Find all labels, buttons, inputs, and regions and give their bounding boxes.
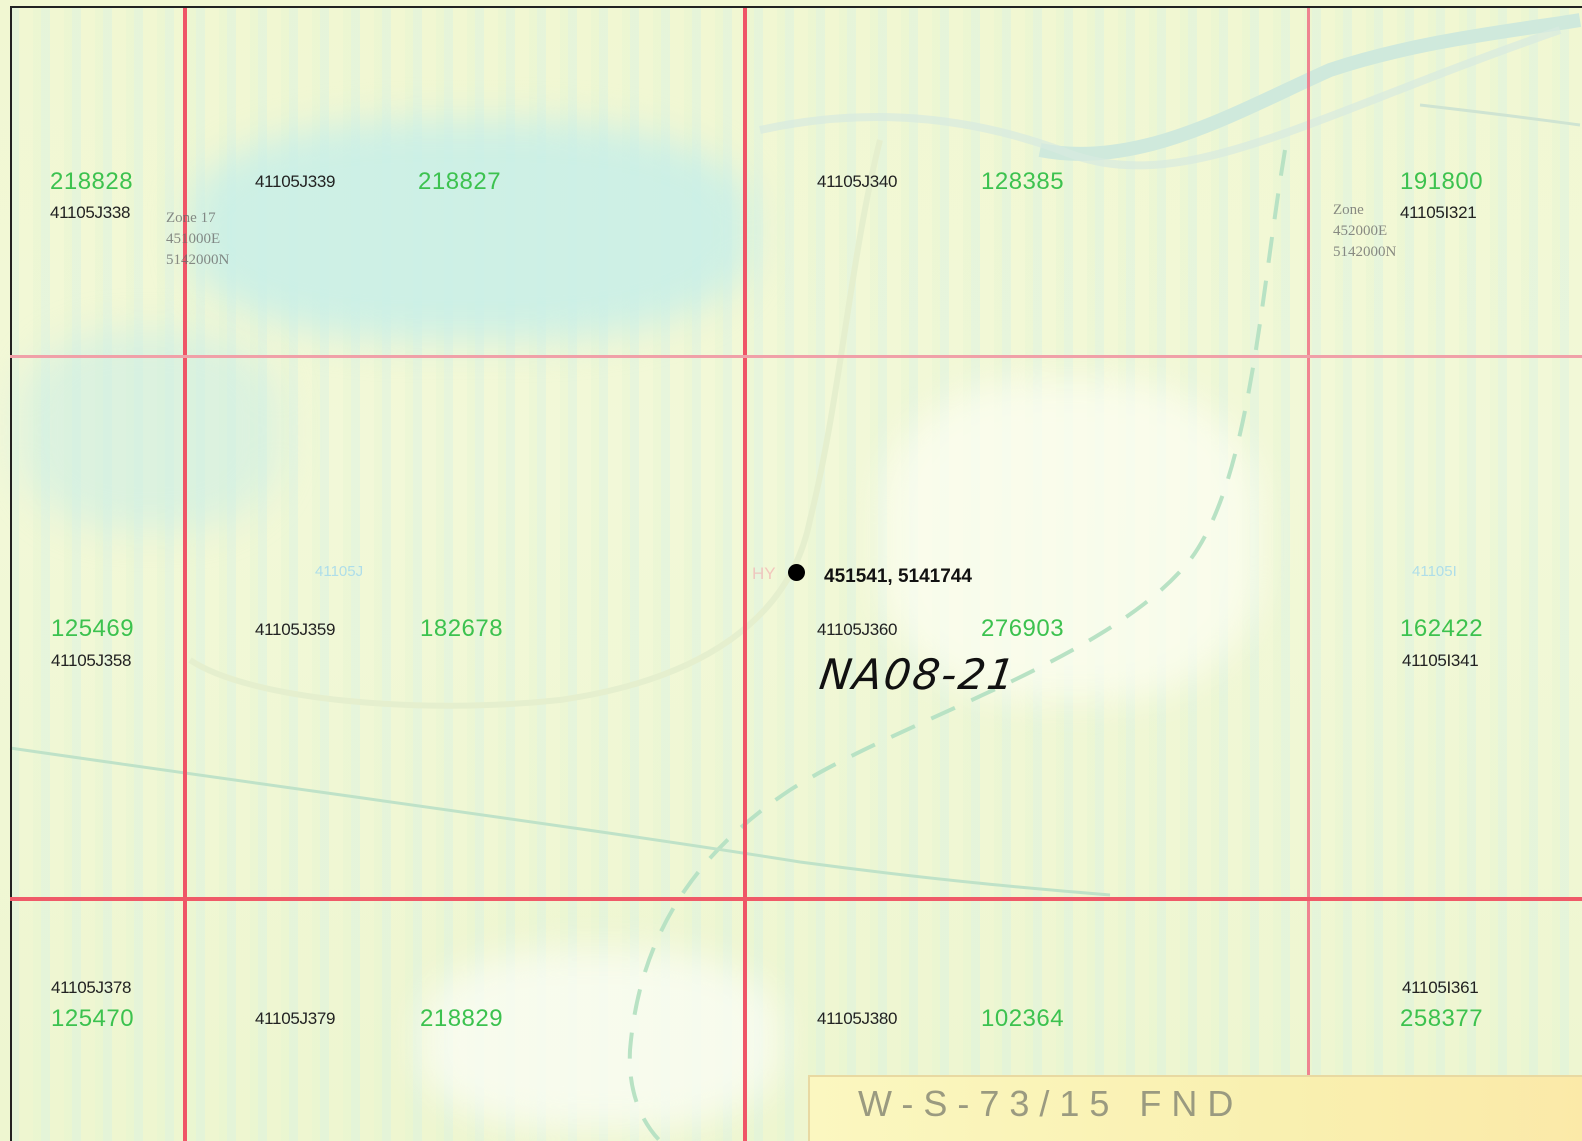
river-line [759,26,1562,170]
cell-id[interactable]: 128385 [981,168,1065,195]
cell-id[interactable]: 125469 [51,615,135,642]
clearing-area [880,380,1260,700]
cell-code[interactable]: 41105J338 [50,203,131,222]
cell-id[interactable]: 218828 [50,168,134,195]
cell-code[interactable]: 41105J380 [817,1009,898,1028]
cell-id[interactable]: 218827 [418,168,502,195]
zone-label: Zone 452000E 5142000N [1333,202,1397,260]
map-border-top [10,6,1582,8]
cell-code[interactable]: 41105I321 [1400,203,1477,222]
wetland-area [190,120,750,340]
cell-id[interactable]: 276903 [981,615,1065,642]
point-marker-label: HY [752,564,776,583]
map-border-left [10,6,12,1141]
zone-label: Zone 17 451000E 5142000N [166,210,230,268]
sheet-label: 41105J [315,563,364,580]
cell-code[interactable]: 41105J379 [255,1009,336,1028]
grid-line-vertical [183,8,187,1141]
road-line [1038,13,1582,161]
cell-code[interactable]: 41105J359 [255,620,336,639]
cell-code[interactable]: 41105J340 [817,172,898,191]
contour-line [1419,103,1581,127]
clearing-area [420,950,780,1130]
wetland-area [20,330,280,530]
sheet-label: 41105I [1412,563,1457,580]
cell-code[interactable]: 41105J378 [51,978,132,997]
handwritten-sample-label: NA08-21 [816,650,1020,699]
cell-id[interactable]: 182678 [420,615,504,642]
cell-id[interactable]: 258377 [1400,1005,1484,1032]
cell-code[interactable]: 41105J358 [51,651,132,670]
cell-id[interactable]: 102364 [981,1005,1065,1032]
sample-point-marker[interactable] [788,564,805,581]
cell-id[interactable]: 125470 [51,1005,135,1032]
cell-id[interactable]: 162422 [1400,615,1484,642]
cell-id[interactable]: 218829 [420,1005,504,1032]
railway-line [627,149,1287,1141]
cell-code[interactable]: 41105J360 [817,620,898,639]
stamp-text: W-S-73/15 FND [858,1083,1244,1124]
cell-id[interactable]: 191800 [1400,168,1484,195]
grid-line-horizontal [10,355,1582,358]
grid-line-horizontal [10,897,1582,901]
grid-line-vertical [743,8,747,1141]
contour-line [188,139,883,709]
cell-code[interactable]: 41105I341 [1402,651,1479,670]
sample-point-coordinates[interactable]: 451541, 5141744 [824,566,972,587]
cell-code[interactable]: 41105J339 [255,172,336,191]
cell-code[interactable]: 41105I361 [1402,978,1479,997]
stamp-box: W-S-73/15 FND [808,1075,1582,1141]
grid-line-vertical [1307,8,1310,1141]
trail-line [9,746,1111,897]
